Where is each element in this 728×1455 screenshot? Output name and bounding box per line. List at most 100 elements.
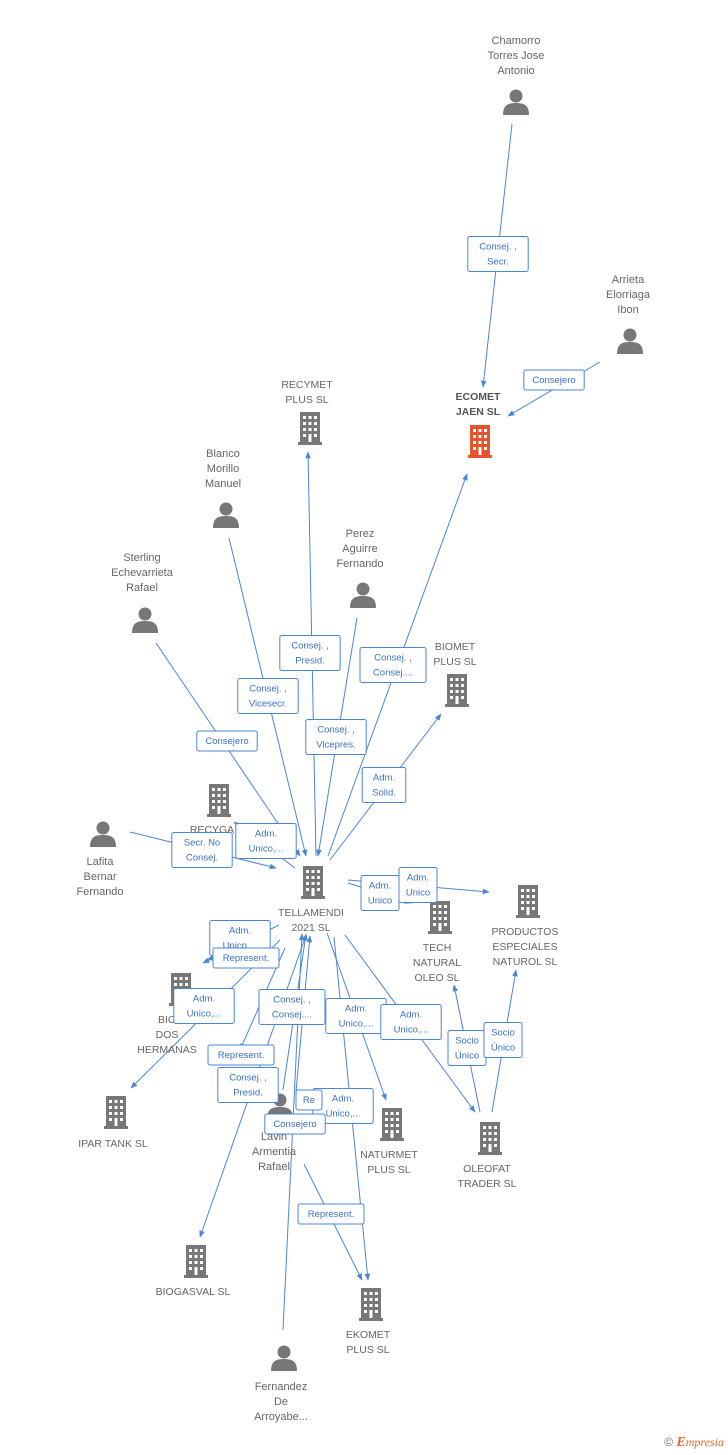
node-label-line: ECOMET <box>456 391 502 403</box>
relation-label-text: Consej.... <box>373 668 413 679</box>
relation-label-text: Re <box>303 1095 315 1106</box>
node-label-line: Aguirre <box>342 543 377 555</box>
relation-label-box <box>467 236 529 272</box>
relation-label[interactable]: Represent. <box>297 1203 365 1225</box>
relation-label-text: Unico,... <box>223 941 258 952</box>
node-label-line: OLEOFAT <box>463 1163 511 1175</box>
relation-label[interactable]: Consej. ,Consej.... <box>258 989 326 1025</box>
building-icon <box>445 674 469 707</box>
relation-label[interactable]: Consej. ,Secr. <box>467 236 529 272</box>
relation-label-text: Adm. <box>255 829 277 840</box>
relation-label[interactable]: Consej. ,Vicesecr. <box>237 678 299 714</box>
node-label-line: BIOMET <box>435 641 476 653</box>
node-label-line: EKOMET <box>346 1329 391 1341</box>
relation-label[interactable]: Adm.Unico,... <box>380 1004 442 1040</box>
relation-label-text: Adm. <box>407 873 429 884</box>
node-ecomet[interactable]: ECOMET JAEN SL <box>456 391 502 458</box>
relation-label-text: Único <box>491 1043 515 1054</box>
relation-label[interactable]: Consej. ,Consej.... <box>359 647 427 683</box>
node-biogasval[interactable]: BIOGASVAL SL <box>156 1245 231 1298</box>
relation-label-box <box>173 988 235 1024</box>
relation-label[interactable]: Adm. Solid. <box>361 767 407 803</box>
relation-label-box <box>207 1044 275 1066</box>
node-label-line: ESPECIALES <box>492 941 557 953</box>
relation-label[interactable]: Represent. <box>212 947 280 969</box>
node-label-line: Chamorro <box>492 35 541 47</box>
relation-label[interactable]: Adm.Unico,... <box>235 823 297 859</box>
relation-label-text: Único <box>455 1051 479 1062</box>
node-label-line: Armentia <box>252 1146 297 1158</box>
node-label-line: NATURMET <box>360 1149 418 1161</box>
node-label-line: HERMANAS <box>137 1044 197 1056</box>
node-label-line: Arroyabe... <box>254 1411 308 1423</box>
person-icon <box>213 502 239 528</box>
relation-label-box <box>297 1203 365 1225</box>
relation-label[interactable]: Consej. ,Vicepres. <box>305 719 367 755</box>
person-icon <box>132 607 158 633</box>
relation-label-box <box>217 1067 279 1103</box>
relation-label[interactable]: Re <box>295 1089 323 1111</box>
relation-label[interactable]: Represent. <box>207 1044 275 1066</box>
node-naturmet[interactable]: NATURMET PLUS SL <box>360 1108 418 1176</box>
relation-label-text: Presid. <box>233 1088 263 1099</box>
person-icon <box>90 821 116 847</box>
node-label-line: JAEN SL <box>456 406 501 418</box>
relation-label-text: Unico <box>368 896 392 907</box>
building-icon <box>428 901 452 934</box>
relation-label-text: Adm. <box>373 773 395 784</box>
relation-label-text: Consej. , <box>273 995 311 1006</box>
relation-label-text: Represent. <box>218 1050 264 1061</box>
node-label-line: OLEO SL <box>415 972 460 984</box>
footer-brand: © Empresia <box>664 1435 724 1451</box>
building-icon <box>468 425 492 458</box>
relation-label-box <box>171 832 233 868</box>
empresia-logo: Empresia <box>676 1435 724 1450</box>
relation-label[interactable]: Consejero <box>264 1113 326 1135</box>
node-label-line: NATURAL <box>413 957 461 969</box>
relation-label[interactable]: Consej. ,Presid. <box>279 635 341 671</box>
node-label-line: Lafita <box>87 856 115 868</box>
node-label-line: Antonio <box>497 65 534 77</box>
node-ipar[interactable]: IPAR TANK SL <box>78 1096 148 1150</box>
building-icon <box>184 1245 208 1278</box>
relation-label[interactable]: Adm.Unico,... <box>325 998 387 1034</box>
node-label-line: PLUS SL <box>367 1164 410 1176</box>
node-label-line: Arrieta <box>612 274 645 286</box>
relation-label[interactable]: Adm.Unico <box>398 867 438 903</box>
relation-label-text: Solid. <box>372 788 396 799</box>
node-label-line: Rafael <box>126 582 158 594</box>
relation-label-box <box>279 635 341 671</box>
relation-label-box <box>237 678 299 714</box>
relation-label-text: Consejero <box>273 1119 316 1130</box>
relation-label[interactable]: Adm.Unico <box>360 875 400 911</box>
relation-label[interactable]: Consejero <box>523 369 585 391</box>
relation-label[interactable]: Adm.Unico,... <box>173 988 235 1024</box>
node-label-line: Elorriaga <box>606 289 651 301</box>
node-fernandez[interactable]: FernandezDeArroyabe... <box>254 1345 308 1424</box>
node-recyga[interactable]: RECYGA <box>190 784 234 836</box>
relation-label-box <box>523 369 585 391</box>
node-label-line: Perez <box>346 528 375 540</box>
relation-label-text: Consej. , <box>291 641 329 652</box>
relation-label[interactable]: Consejero <box>196 730 258 752</box>
relation-label-text: Consej. , <box>249 684 287 695</box>
relation-label[interactable]: Consej. ,Presid. <box>217 1067 279 1103</box>
